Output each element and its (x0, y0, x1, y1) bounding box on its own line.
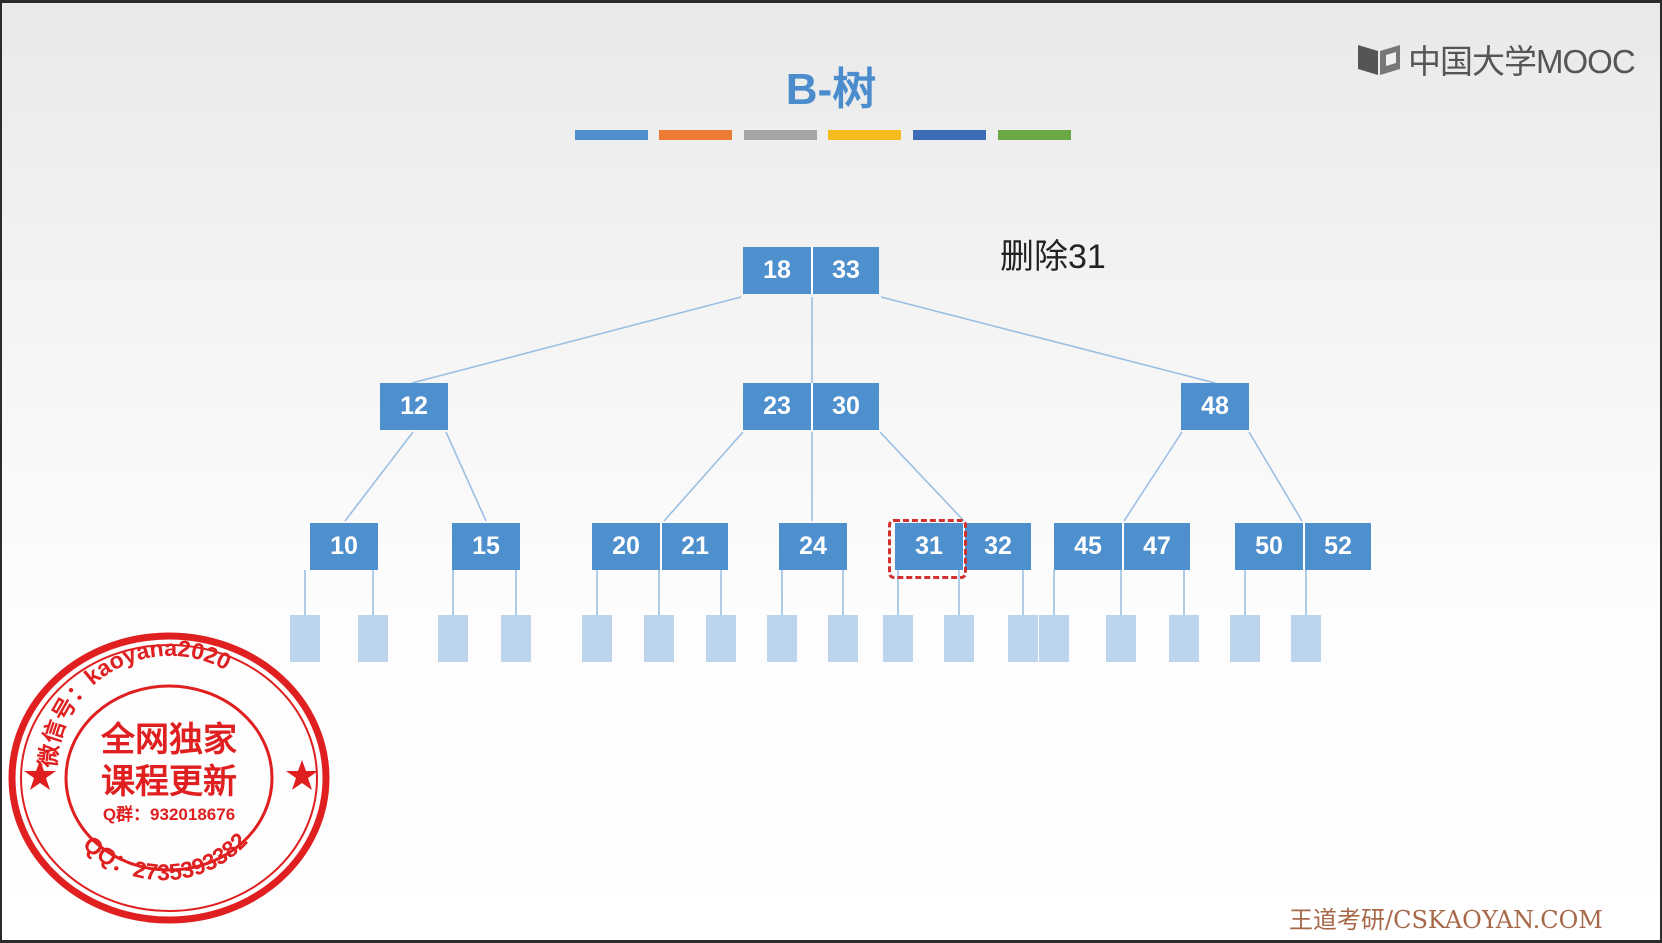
leaf-placeholder (944, 615, 974, 662)
tree-edges (304, 296, 1307, 615)
edge (445, 431, 487, 522)
tree-key: 52 (1303, 523, 1371, 570)
mooc-logo: 中国大学MOOC (1356, 39, 1636, 80)
internal-node: 48 (1181, 383, 1249, 430)
leaf-placeholder (582, 615, 612, 662)
edge (344, 431, 414, 522)
root-node: 18 33 (743, 247, 879, 294)
terminal-node: 24 (779, 523, 847, 570)
delete-target-highlight (888, 519, 967, 579)
star-icon (286, 760, 318, 790)
terminal-node: 31 32 (895, 523, 1031, 570)
operation-label: 删除31 (1000, 238, 1106, 276)
tree-key: 20 (592, 523, 660, 570)
watermark-stamp: 微信号：kaoyana2020 QQ：2735393382 全网独家 课程更新 … (8, 632, 330, 924)
leaf-placeholder (290, 615, 320, 662)
tree-key: 10 (310, 523, 378, 570)
tree-key: 18 (743, 247, 811, 294)
terminal-node: 45 47 (1054, 523, 1190, 570)
tree-key: 50 (1235, 523, 1303, 570)
title-color-bar (575, 130, 648, 140)
leaf-placeholder (706, 615, 736, 662)
tree-key: 24 (779, 523, 847, 570)
leaf-placeholder (1291, 615, 1321, 662)
credit-text: 王道考研/CSKAOYAN.COM (1289, 906, 1603, 934)
mooc-logo-text: 中国大学MOOC (1408, 43, 1636, 80)
leaf-placeholder (644, 615, 674, 662)
tree-key: 31 (895, 523, 963, 570)
leaf-placeholder (1230, 615, 1260, 662)
stamp-line2: 课程更新 (101, 762, 237, 802)
terminal-node: 20 21 (592, 523, 728, 570)
leaf-placeholder (438, 615, 468, 662)
tree-key: 30 (811, 383, 879, 430)
edge (663, 431, 744, 522)
mooc-book-icon (1358, 45, 1400, 75)
internal-node: 12 (380, 383, 448, 430)
title-color-bar (828, 130, 901, 140)
leaf-placeholder (828, 615, 858, 662)
tree-key: 32 (963, 523, 1031, 570)
tree-key: 45 (1054, 523, 1122, 570)
stamp-line1: 全网独家 (100, 720, 237, 760)
edge (879, 431, 965, 522)
tree-key: 47 (1122, 523, 1190, 570)
title-color-bar (998, 130, 1071, 140)
terminal-node: 15 (452, 523, 520, 570)
title-color-bar (744, 130, 817, 140)
edge (1248, 431, 1303, 522)
star-icon (24, 760, 56, 790)
tree-key: 21 (660, 523, 728, 570)
leaf-placeholder (1039, 615, 1069, 662)
tree-key: 48 (1181, 383, 1249, 430)
slide: B-树 中国大学MOOC 删除31 18 33 12 (2, 3, 1660, 940)
leaf-placeholder (1169, 615, 1199, 662)
edge (880, 296, 1216, 384)
internal-node: 23 30 (743, 383, 879, 430)
tree-key: 15 (452, 523, 520, 570)
tree-key: 23 (743, 383, 811, 430)
tree-key: 12 (380, 383, 448, 430)
edge (411, 296, 742, 384)
tree-key: 33 (811, 247, 879, 294)
slide-title: B-树 (785, 65, 877, 114)
leaf-placeholder (358, 615, 388, 662)
edge (1123, 431, 1183, 522)
title-color-bar (659, 130, 732, 140)
leaf-placeholder (883, 615, 913, 662)
terminal-node: 10 (310, 523, 378, 570)
stamp-qq-group: Q群：932018676 (103, 804, 235, 824)
leaf-placeholder (1106, 615, 1136, 662)
leaf-placeholder (1008, 615, 1038, 662)
title-color-bar (913, 130, 986, 140)
terminal-node: 50 52 (1235, 523, 1371, 570)
leaf-placeholder (501, 615, 531, 662)
stamp-bottom-text: QQ：2735393382 (78, 827, 252, 885)
leaf-placeholder (767, 615, 797, 662)
